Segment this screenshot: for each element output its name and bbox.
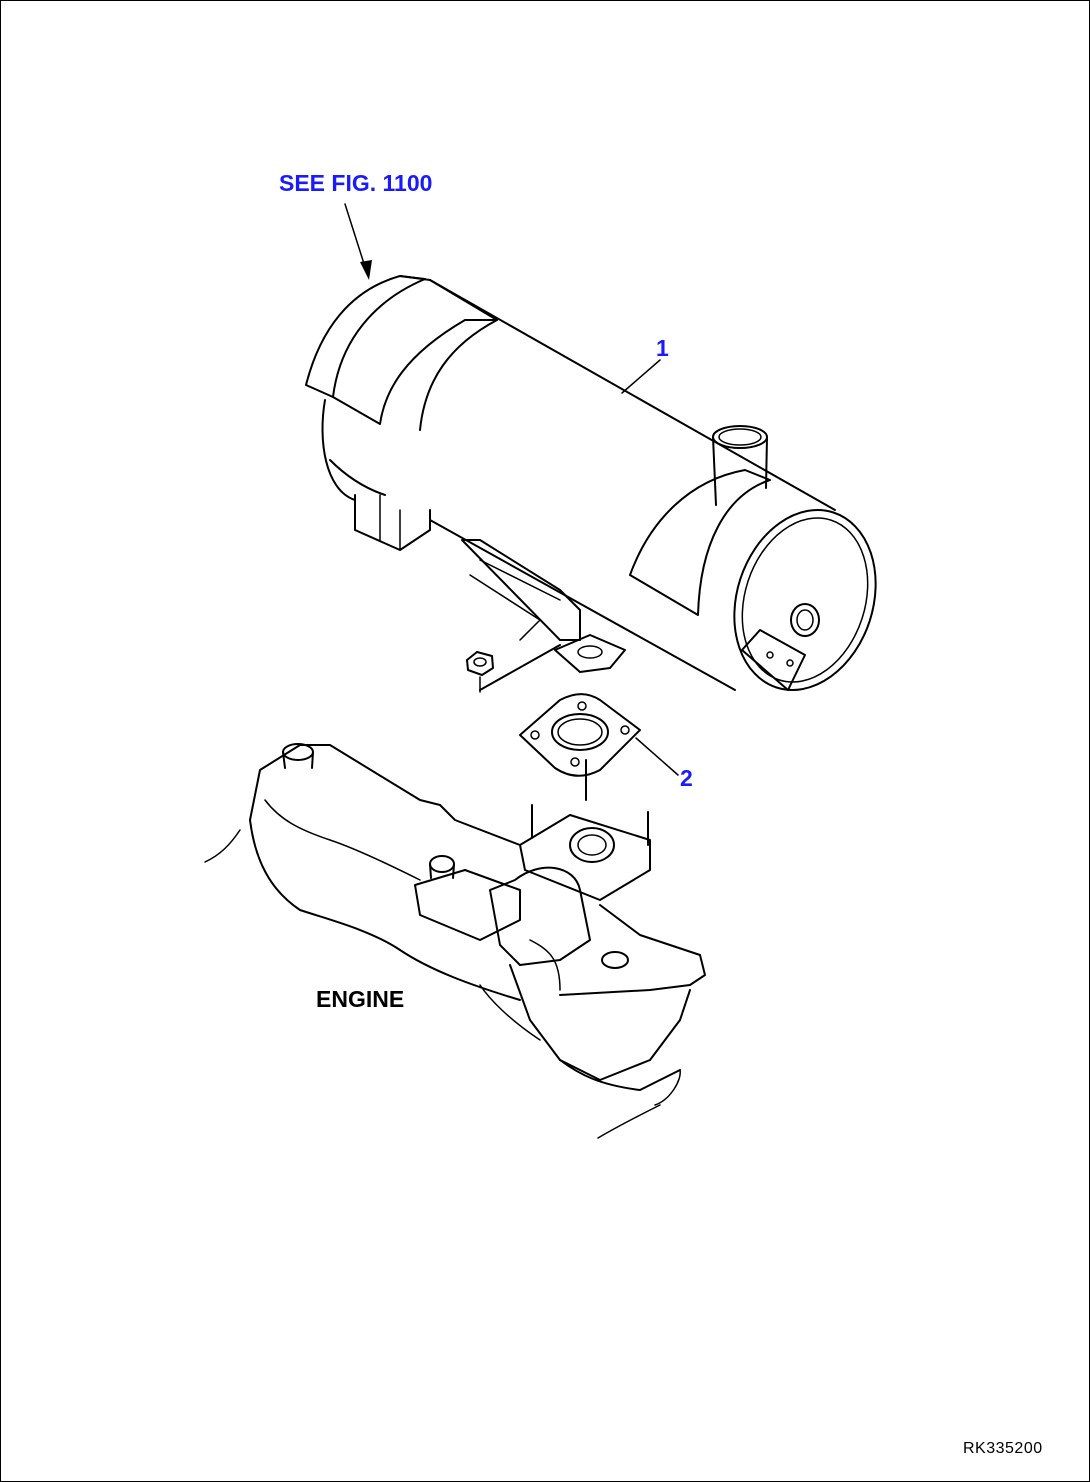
reference-note: SEE FIG. 1100 (279, 170, 433, 196)
reference-arrow (344, 203, 372, 280)
muffler (305, 275, 877, 691)
callout-1: 1 (656, 335, 669, 361)
drawing-id: RK335200 (963, 1440, 1043, 1457)
engine (204, 743, 706, 1139)
leader-line-2 (635, 737, 679, 776)
callout-2: 2 (680, 765, 693, 791)
leader-line-1 (621, 359, 661, 394)
nut (466, 651, 494, 693)
gasket (519, 693, 641, 777)
engine-label: ENGINE (316, 986, 405, 1012)
